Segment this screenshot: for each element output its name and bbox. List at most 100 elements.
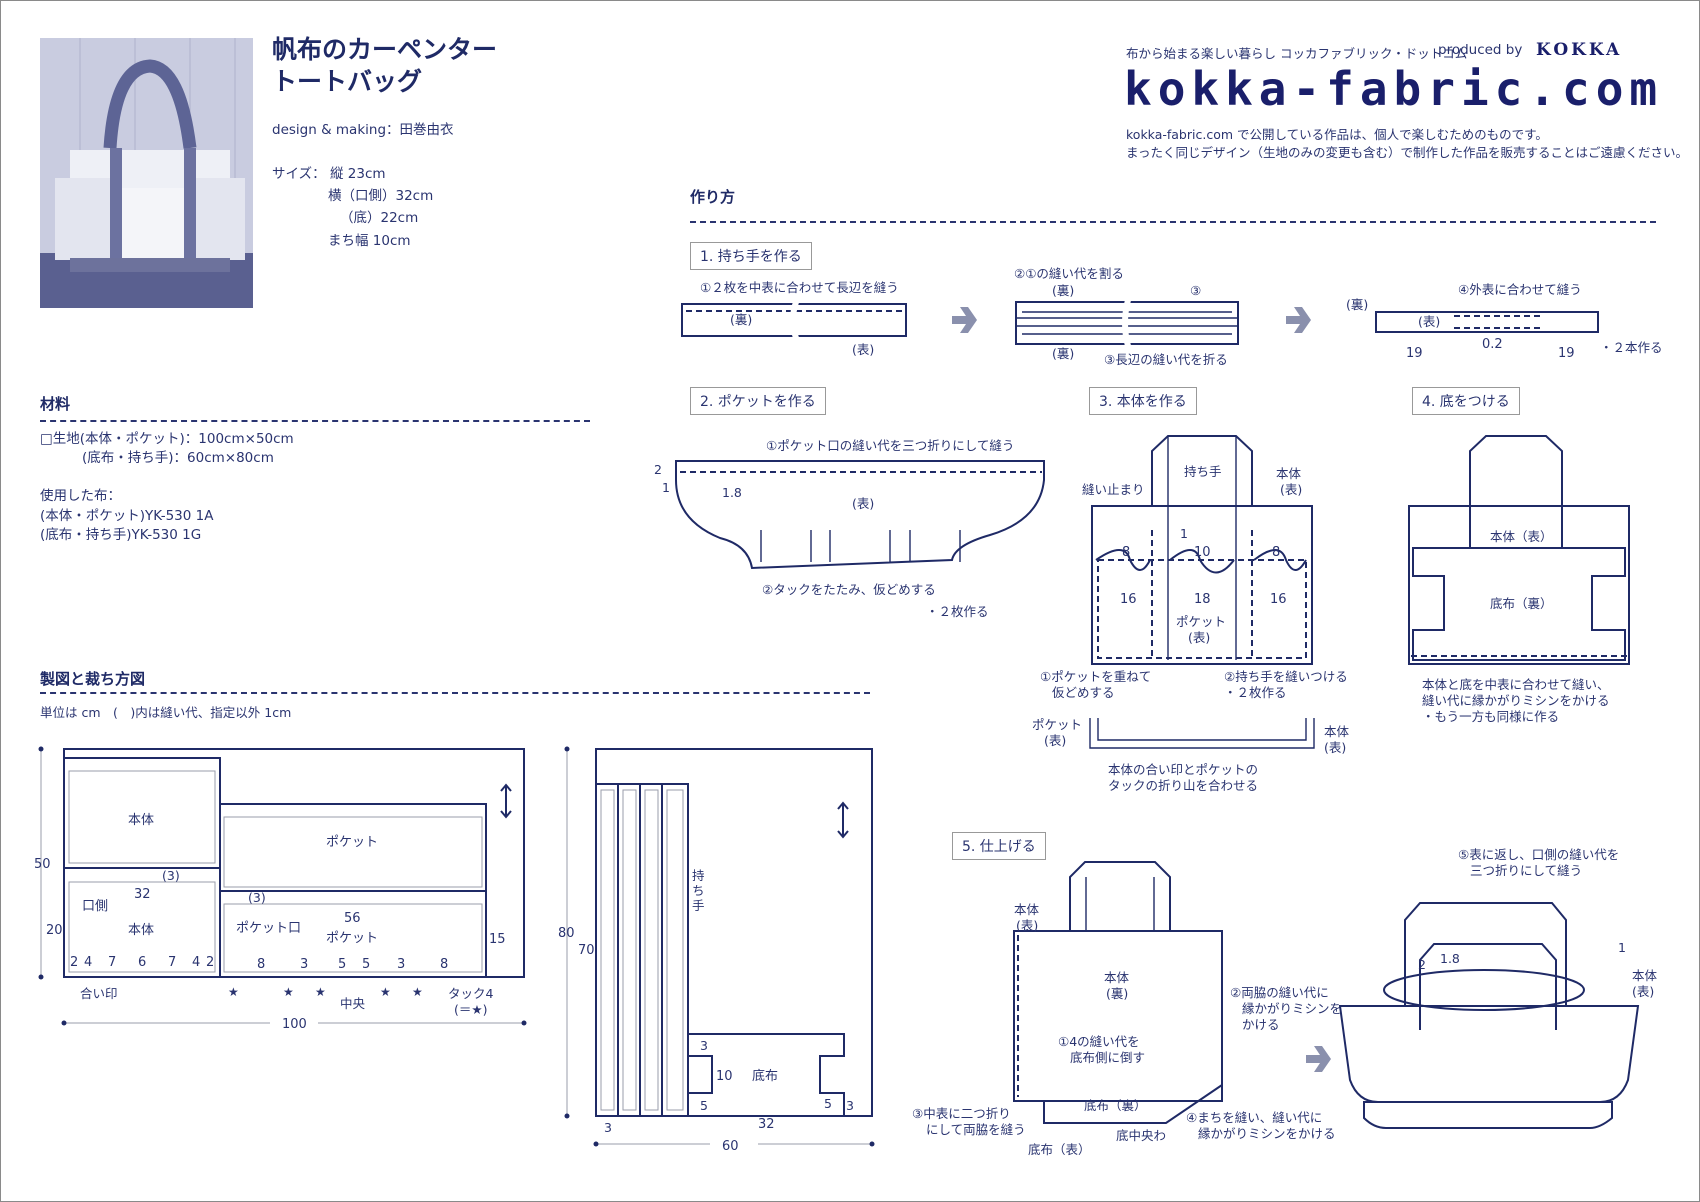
- step1-ura2: (裏): [1052, 283, 1074, 298]
- design-credit: design & making：田巻由衣: [272, 122, 454, 138]
- pocket-mark: 5: [338, 957, 346, 972]
- sheet1-center: 中央: [340, 996, 366, 1011]
- step5-note-c1: ③中表に二つ折り: [912, 1106, 1011, 1121]
- step2-omote: (表): [852, 496, 874, 511]
- sheet2-handle-2: ち: [692, 883, 705, 898]
- step4-bottom: 底布（裏）: [1490, 596, 1553, 611]
- step3-n8a: 8: [1122, 545, 1130, 560]
- step5-title: 5. 仕上げる: [952, 832, 1046, 860]
- sheet2-handle-1: 持: [692, 868, 705, 883]
- step5-note-a1: ①4の縫い代を: [1058, 1034, 1140, 1049]
- step5-body: 本体: [1014, 902, 1040, 917]
- bottom-piece: [687, 1033, 845, 1117]
- step5-bottom-ura: 底布（裏）: [1084, 1098, 1147, 1113]
- step1-19b: 19: [1558, 346, 1575, 361]
- sheet2-width: 60: [722, 1139, 739, 1154]
- step1-19a: 19: [1406, 346, 1423, 361]
- finished-bag-body: [1338, 1005, 1640, 1103]
- step1-c3: ③: [1190, 283, 1201, 298]
- sheet1-h15: 15: [489, 932, 506, 947]
- step3-note-a2: 仮どめする: [1052, 685, 1115, 700]
- sheet2-bottom: 底布: [752, 1068, 778, 1084]
- size-top-width: 横（口側）32cm: [328, 188, 434, 204]
- step4-diagram: 本体（表） 底布（裏） 本体と底を中表に合わせて縫い、 縫い代に縁かがりミシンを…: [1408, 435, 1630, 724]
- step5-note-e2: 三つ折りにして縫う: [1470, 863, 1582, 878]
- step1-title: 1. 持ち手を作る: [690, 242, 812, 270]
- step1-make2: ・２本作る: [1600, 340, 1663, 355]
- sheet2-h70: 70: [578, 943, 595, 958]
- handle-strip-3: [1375, 311, 1599, 333]
- kokka-wordmark: KOKKA: [1536, 40, 1623, 60]
- sheet1-body-top: 本体: [128, 813, 154, 828]
- step4-body: 本体（表）: [1490, 529, 1553, 544]
- sheet1-h20: 20: [46, 923, 63, 938]
- grainline-icon: [837, 801, 849, 839]
- tuck-star: ★: [228, 985, 239, 999]
- sheet1-mouth: 口側: [82, 899, 108, 914]
- step1-diagram: ①２枚を中表に合わせて長辺を縫う (裏) (表) ②①の縫い代を割る (裏) ③…: [681, 266, 1663, 367]
- sheet1-sa3b: (3): [248, 890, 266, 905]
- body-panel-inside: [1013, 930, 1223, 1102]
- bag-opening: [1383, 969, 1585, 1011]
- grainline-icon: [500, 783, 512, 819]
- tote-bag-photo: [40, 38, 253, 308]
- body-mark: 4: [84, 955, 92, 970]
- step3-n8b: 8: [1272, 545, 1280, 560]
- materials-used2: (底布・持ち手)YK-530 1G: [40, 527, 202, 543]
- step1-ura4: (裏): [1346, 297, 1368, 312]
- pocket-mark: 5: [362, 957, 370, 972]
- size-label: サイズ：: [272, 166, 326, 182]
- step3-omote: (表): [1280, 482, 1302, 497]
- step2-n2: 2: [654, 462, 662, 477]
- step5-body-ura: (裏): [1106, 986, 1128, 1001]
- sheet2-b3b: 3: [846, 1098, 854, 1113]
- handle-loop: [1469, 435, 1563, 548]
- sheet1-w56: 56: [344, 911, 361, 926]
- howto-heading: 作り方: [690, 188, 736, 206]
- tuck-star: ★: [380, 985, 391, 999]
- step4-note-a3: ・もう一方も同様に作る: [1422, 709, 1559, 724]
- sheet1-tuck: タック4: [448, 986, 494, 1001]
- arrow-right-icon: [1306, 1046, 1331, 1072]
- tuck-detail: [1089, 718, 1315, 749]
- sheet2-b3a: 3: [700, 1038, 708, 1053]
- step3-note-b2: ・２枚作る: [1224, 685, 1287, 700]
- body-mark: 2: [70, 955, 78, 970]
- page-title-line2: トートバッグ: [272, 67, 423, 96]
- photo-illustration: [40, 38, 253, 308]
- step5-n18: 1.8: [1440, 951, 1460, 966]
- bottom-panel: [1412, 547, 1626, 661]
- body-mark: 7: [168, 955, 176, 970]
- sheet1-body-bottom: 本体: [128, 923, 154, 938]
- step3-title: 3. 本体を作る: [1089, 387, 1197, 415]
- materials-fabric2: (底布・持ち手)：60cm×80cm: [82, 450, 274, 466]
- sheet1-width: 100: [282, 1017, 307, 1032]
- step4-note-a1: 本体と底を中表に合わせて縫い、: [1422, 677, 1610, 692]
- step5-n2: 2: [1418, 957, 1426, 972]
- step1-ura3: (裏): [1052, 346, 1074, 361]
- step5-note-e1: ⑤表に返し、口側の縫い代を: [1458, 847, 1619, 862]
- step3-handle: 持ち手: [1184, 464, 1222, 479]
- step2-n1: 1: [662, 480, 670, 495]
- step2-diagram: ①ポケット口の縫い代を三つ折りにして縫う 2 1 1.8 (表) ②タックをたた…: [654, 438, 1045, 619]
- body-mark: 2: [206, 955, 214, 970]
- step5-bottom-omote: 底布（表）: [1028, 1142, 1091, 1157]
- sheet2-height: 80: [558, 926, 575, 941]
- arrow-right-icon: [1286, 307, 1311, 333]
- step5-note-b3: かける: [1242, 1017, 1280, 1032]
- sheet1-match-mark: 合い印: [80, 986, 118, 1001]
- pattern-note: 単位は cm ( )内は縫い代、指定以外 1cm: [40, 705, 292, 720]
- howto-divider: [690, 221, 1656, 223]
- step5-n1: 1: [1618, 940, 1626, 955]
- materials-heading: 材料: [40, 395, 71, 413]
- cutting-layout-1: 50 本体 ポケット (3) 32 口側 本体 20 (3) 56 ポケット口 …: [34, 746, 527, 1032]
- size-height: 縦 23cm: [330, 166, 386, 182]
- materials-used1: (本体・ポケット)YK-530 1A: [40, 508, 214, 524]
- step2-note-b: ②タックをたたみ、仮どめする: [762, 582, 936, 597]
- step3-body2-omote: (表): [1324, 740, 1346, 755]
- notice-line1: kokka-fabric.com で公開している作品は、個人で楽しむためのもので…: [1126, 127, 1548, 142]
- site-logo[interactable]: kokka-fabric.com: [1124, 62, 1664, 116]
- step1-02: 0.2: [1482, 337, 1503, 352]
- step2-n18: 1.8: [722, 485, 742, 500]
